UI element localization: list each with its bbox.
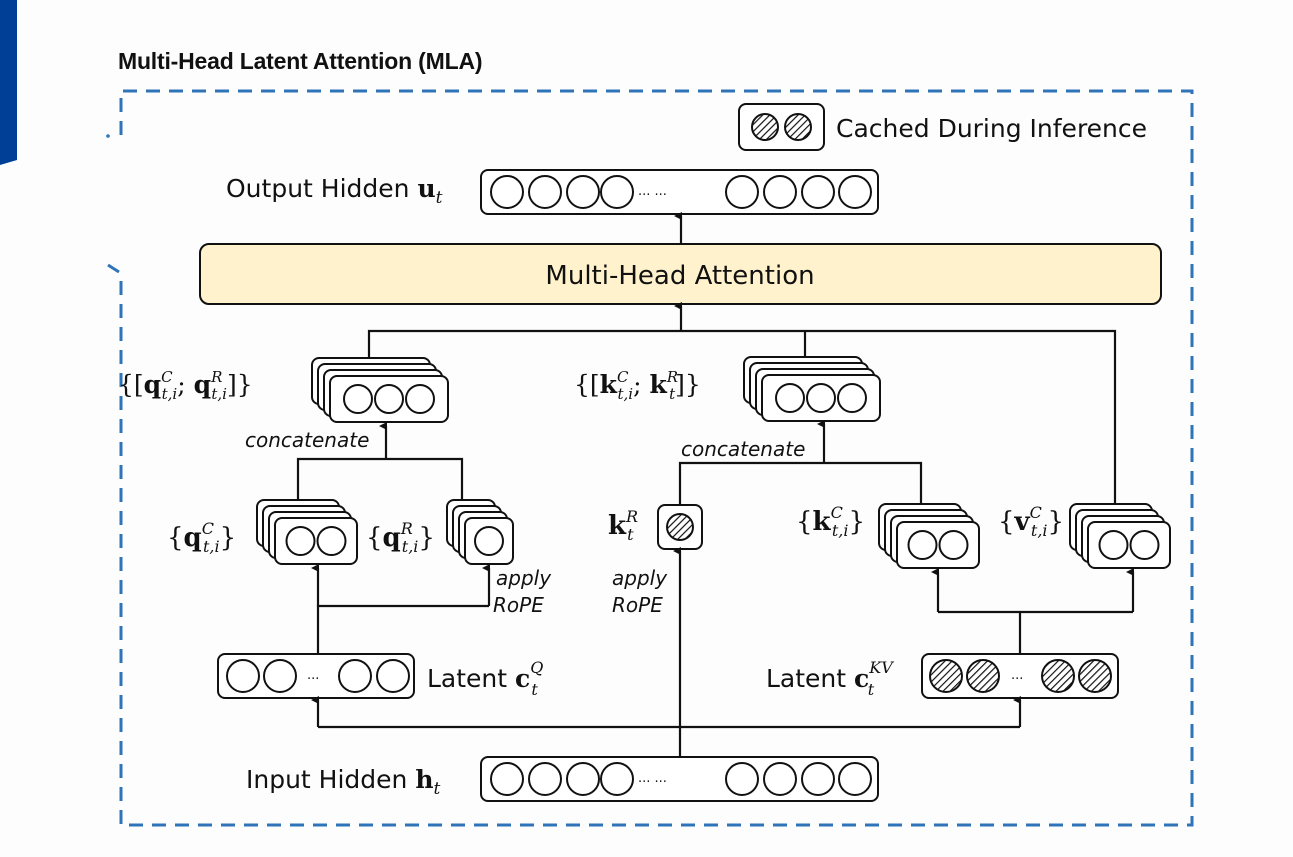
apply-rope-q-line1: apply [496,566,552,590]
neuron-circle [837,383,867,413]
neuron-circle [775,383,805,413]
concatenate-k-label: concatenate [681,437,805,461]
v-c-stack [1069,503,1171,569]
q-r-stack [446,499,514,565]
output-hidden-group: Output Hidden ut ··· ··· [226,169,879,215]
neuron-circle [226,659,260,693]
mha-input-lines [367,329,1117,505]
ellipsis: ··· [307,672,319,687]
neuron-circle [838,762,872,796]
neuron-circle [405,384,435,414]
neuron-circle [1129,530,1160,560]
hatched-circle-icon [751,113,779,141]
neuron-circle [374,384,404,414]
neuron-circle [566,762,600,796]
neuron-circle [725,762,759,796]
frame-corner-mark [107,263,120,274]
neuron-circle [838,175,872,209]
neuron-circle [938,530,969,560]
frame-dot [106,134,110,138]
concatenate-q-label: concatenate [245,428,369,452]
hatched-circle-icon [784,113,812,141]
input-hidden-lines [318,725,1020,756]
neuron-circle [763,175,797,209]
ellipsis: ··· ··· [638,775,667,790]
neuron-circle [263,659,297,693]
q-c-stack [256,499,358,565]
neuron-circle [600,175,634,209]
hatched-circle-icon [666,513,694,541]
apply-rope-q-line2: RoPE [493,593,544,617]
hatched-circle-icon [966,659,1000,693]
k-concat-stack [743,356,881,422]
neuron-circle [763,762,797,796]
neuron-circle [528,762,562,796]
ellipsis: ··· [1011,672,1023,687]
neuron-circle [566,175,600,209]
kv-latent-lines [938,610,1133,654]
neuron-circle [338,659,372,693]
q-concat-stack [311,357,449,423]
q-latent-lines [316,604,489,654]
mha-label: Multi-Head Attention [545,261,814,291]
neuron-circle [474,526,504,556]
legend: Cached During Inference [738,103,1147,151]
neuron-circle [1098,530,1129,560]
neuron-circle [725,175,759,209]
output-hidden-label: Output Hidden ut [226,174,443,208]
neuron-circle [528,175,562,209]
accent-bar [0,0,17,165]
neuron-circle [907,530,938,560]
apply-rope-k-line2: RoPE [612,593,663,617]
q-concat-lines [296,457,464,500]
apply-rope-k-line1: apply [612,566,668,590]
neuron-circle [490,175,524,209]
hatched-circle-icon [1078,659,1112,693]
k-c-stack [878,503,980,569]
ellipsis: ··· ··· [638,188,667,203]
neuron-circle [806,383,836,413]
neuron-circle [490,762,524,796]
diagram-title: Multi-Head Latent Attention (MLA) [118,48,483,74]
legend-label: Cached During Inference [836,114,1147,143]
hatched-circle-icon [1041,659,1075,693]
neuron-circle [376,659,410,693]
neuron-circle [316,526,347,556]
k-concat-lines [678,461,923,508]
neuron-circle [801,762,835,796]
neuron-circle [801,175,835,209]
hatched-circle-icon [929,659,963,693]
neuron-circle [343,384,373,414]
neuron-circle [285,526,316,556]
input-hidden-label: Input Hidden ht [246,765,441,799]
neuron-circle [600,762,634,796]
mla-frame [119,89,1194,827]
